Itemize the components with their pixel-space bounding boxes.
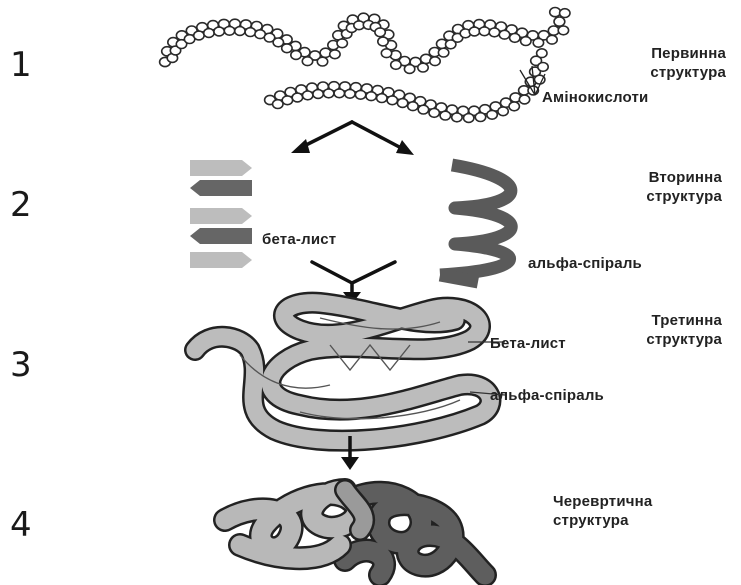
alpha-helix-end-fold (440, 275, 478, 282)
amino-acid-bead (418, 63, 428, 72)
primary-structure-title: Первинна структура (570, 44, 726, 82)
amino-acid-bead (550, 8, 561, 17)
arrowhead-down-2 (341, 457, 359, 470)
amino-acid-chain (160, 8, 570, 123)
amino-acid-bead (282, 96, 292, 105)
step-number-2: 2 (10, 185, 32, 225)
tertiary-beta-sheet-label: Бета-лист (490, 334, 566, 353)
amino-acid-bead (554, 17, 565, 26)
secondary-structure-title-line1: Вторинна (560, 168, 722, 187)
amino-acid-bead (533, 38, 543, 47)
amino-acids-label: Амінокислоти (542, 88, 648, 107)
primary-structure-title-line1: Первинна (570, 44, 726, 63)
quaternary-structure-shape (225, 490, 485, 575)
arrowhead-right (396, 140, 414, 155)
amino-acid-bead (408, 102, 418, 111)
quaternary-structure-title: Черевртична структура (553, 492, 723, 530)
beta-strand-block (190, 208, 252, 224)
secondary-beta-sheet-label: бета-лист (262, 230, 336, 249)
amino-acid-bead (313, 90, 323, 99)
amino-acid-bead (235, 27, 245, 36)
amino-acid-bead (355, 90, 365, 99)
quaternary-structure-title-line1: Черевртична (553, 492, 723, 511)
beta-strand-block (190, 160, 252, 176)
amino-acid-bead (334, 89, 344, 98)
amino-acid-bead (521, 37, 531, 46)
merge-arrow-2-to-3 (312, 262, 395, 296)
beta-strand-block (190, 228, 252, 244)
amino-acid-bead (438, 48, 448, 57)
amino-acid-bead (440, 111, 450, 120)
amino-acid-bead (537, 49, 547, 58)
amino-acid-bead (292, 93, 302, 102)
amino-acid-bead (430, 57, 440, 66)
amino-acid-bead (282, 44, 292, 53)
amino-acid-bead (519, 95, 529, 104)
amino-acid-bead (404, 65, 414, 74)
amino-acid-bead (499, 30, 509, 39)
beta-strand-block (190, 252, 252, 268)
amino-acid-bead (366, 92, 376, 101)
amino-acid-bead (397, 99, 407, 108)
tertiary-structure-title-line1: Третинна (560, 311, 722, 330)
amino-acid-bead (345, 89, 355, 98)
amino-acid-bead (509, 102, 519, 111)
amino-acid-bead (303, 91, 313, 100)
amino-acid-bead (214, 27, 224, 36)
amino-acid-bead (558, 26, 568, 35)
step-number-4: 4 (10, 505, 32, 545)
amino-acid-bead (224, 26, 234, 35)
amino-acid-bead (510, 34, 520, 43)
amino-acid-bead (498, 107, 508, 116)
amino-acid-bead (377, 94, 387, 103)
beta-sheet-shape (190, 160, 252, 268)
amino-acid-bead (469, 27, 479, 36)
amino-acid-bead (375, 28, 385, 37)
amino-acid-bead (273, 100, 283, 109)
amino-acid-bead (479, 27, 489, 36)
beta-strand-block (190, 180, 252, 196)
amino-acid-bead (337, 39, 347, 48)
primary-structure-title-line2: структура (570, 63, 726, 82)
secondary-alpha-helix-label: альфа-спіраль (528, 254, 642, 273)
amino-acid-bead (391, 61, 401, 70)
tertiary-structure-shape (195, 303, 505, 441)
quaternary-structure-title-line2: структура (553, 511, 723, 530)
amino-acid-bead (381, 49, 391, 58)
amino-acid-bead (245, 28, 255, 37)
amino-acid-bead (487, 110, 497, 119)
amino-acid-bead (429, 109, 439, 118)
step-number-1: 1 (10, 45, 32, 85)
alpha-helix-ribbon (440, 165, 511, 275)
secondary-structure-title-line2: структура (560, 187, 722, 206)
amino-acid-bead (330, 50, 340, 59)
amino-acid-bead (291, 51, 301, 60)
amino-acid-bead (489, 28, 499, 37)
amino-acid-bead (464, 114, 474, 123)
amino-acid-bead (324, 89, 334, 98)
amino-acid-bead (204, 29, 214, 38)
amino-acid-bead (538, 63, 548, 72)
amino-acid-bead (560, 9, 570, 18)
amino-acid-bead (452, 113, 462, 122)
arrowhead-left (291, 139, 310, 153)
amino-acid-bead (547, 35, 557, 44)
amino-acid-bead (302, 57, 312, 66)
amino-acid-bead (387, 96, 397, 105)
amino-acid-bead (418, 105, 428, 114)
tertiary-structure-title-line2: структура (560, 330, 722, 349)
secondary-structure-title: Вторинна структура (560, 168, 722, 206)
tertiary-structure-title: Третинна структура (560, 311, 722, 349)
amino-acid-bead (317, 57, 327, 66)
step-number-3: 3 (10, 345, 32, 385)
amino-acid-bead (378, 37, 388, 46)
branch-arrow-1-to-2 (300, 122, 405, 150)
amino-acid-bead (194, 31, 204, 40)
amino-acid-bead (475, 113, 485, 122)
tertiary-alpha-helix-label: альфа-спіраль (490, 386, 604, 405)
